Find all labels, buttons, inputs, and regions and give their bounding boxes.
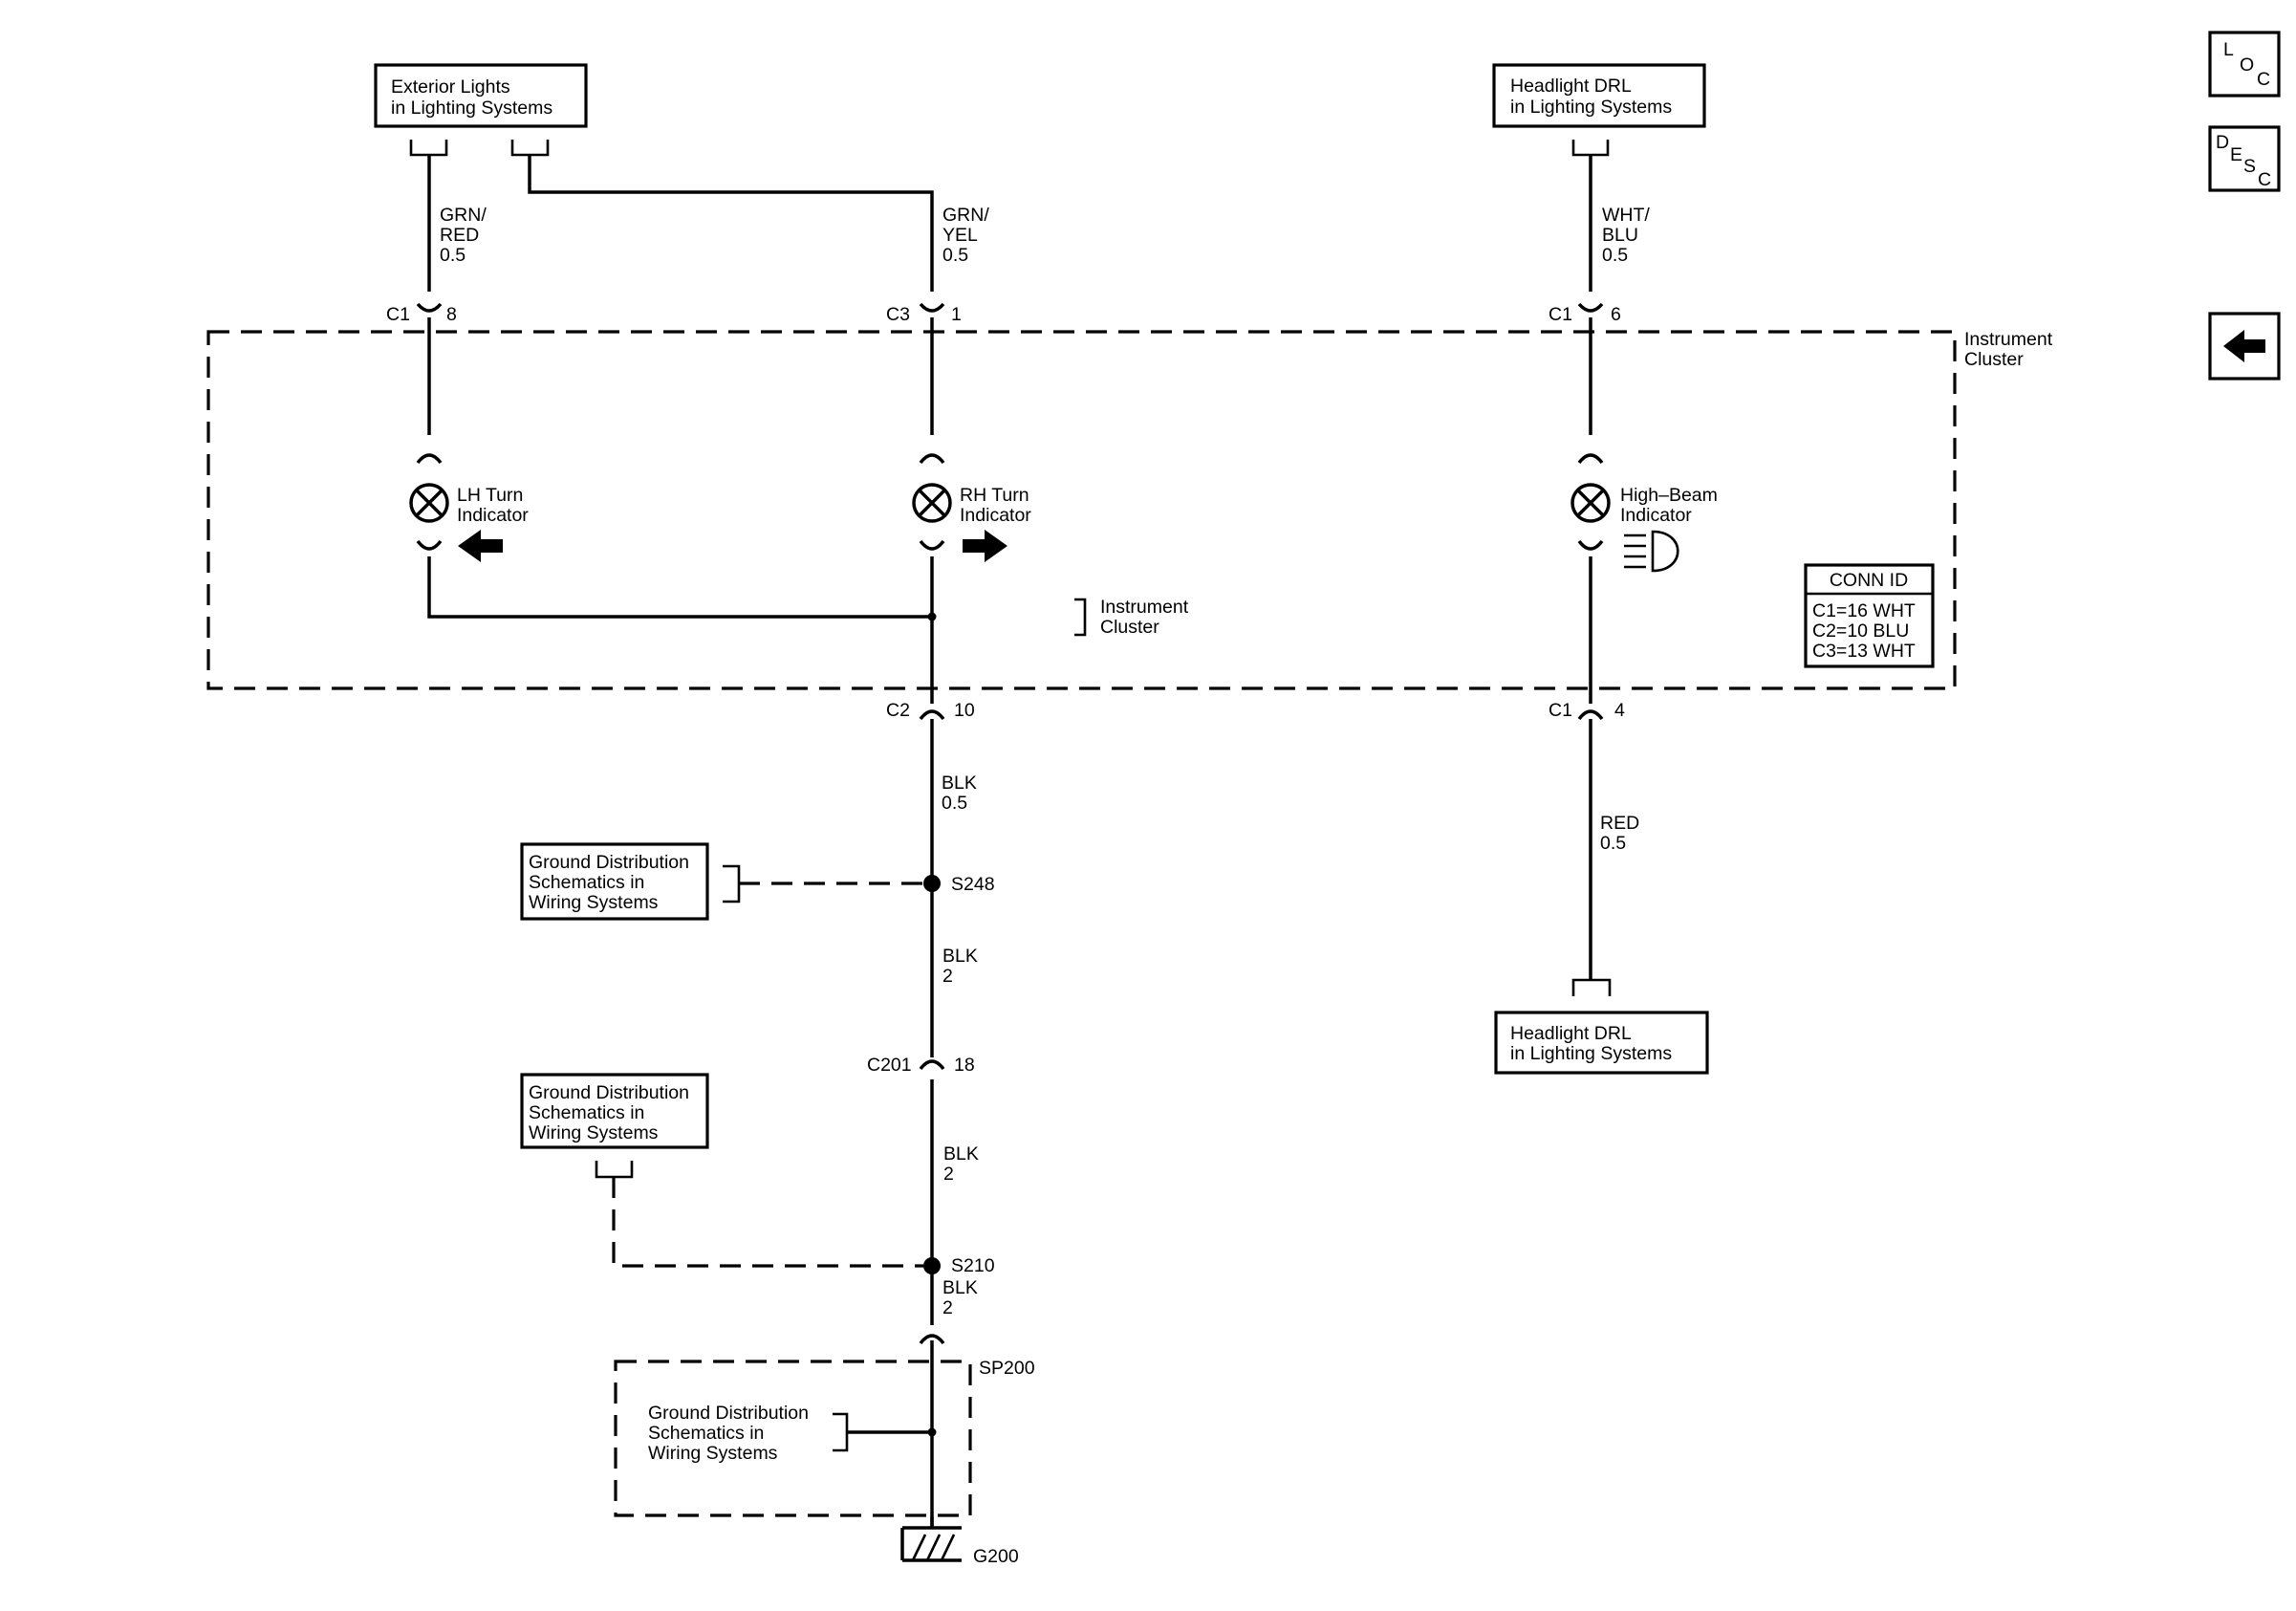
desc-button[interactable]: D E S C	[2208, 125, 2281, 192]
instrument-cluster-label: Instrument Cluster	[1964, 329, 2058, 370]
svg-text:O: O	[2240, 54, 2254, 76]
splice-sp200-label: SP200	[979, 1358, 1035, 1379]
ground-g200-label: G200	[973, 1546, 1019, 1567]
svg-text:S248: S248	[951, 874, 995, 895]
svg-text:C: C	[2258, 169, 2271, 190]
instrument-cluster-boundary	[206, 330, 1957, 690]
svg-text:S: S	[2243, 156, 2256, 177]
ground-g200: G200	[900, 1516, 1019, 1567]
loc-button[interactable]: L O C	[2208, 31, 2281, 98]
right-arrow-icon	[963, 530, 1007, 562]
conn-id-title: CONN ID	[1830, 570, 1908, 591]
left-arrow-icon	[458, 530, 503, 562]
description-icon: D E S C	[2216, 132, 2271, 190]
sp200-boundary	[614, 1360, 972, 1517]
svg-text:D: D	[2216, 132, 2229, 153]
splice-s210	[923, 1257, 941, 1274]
high-beam-icon	[1624, 530, 1679, 573]
splice-s248	[923, 875, 941, 892]
wire-ext-to-rh	[528, 155, 934, 292]
svg-text:L: L	[2223, 39, 2234, 60]
svg-text:E: E	[2230, 144, 2242, 165]
location-icon: L O C	[2223, 39, 2270, 90]
svg-text:C: C	[2257, 69, 2270, 90]
back-button[interactable]	[2208, 312, 2281, 381]
left-arrow-icon	[2223, 330, 2265, 362]
svg-text:S210: S210	[951, 1255, 995, 1276]
wire-s210-ground-ref	[612, 1177, 923, 1268]
